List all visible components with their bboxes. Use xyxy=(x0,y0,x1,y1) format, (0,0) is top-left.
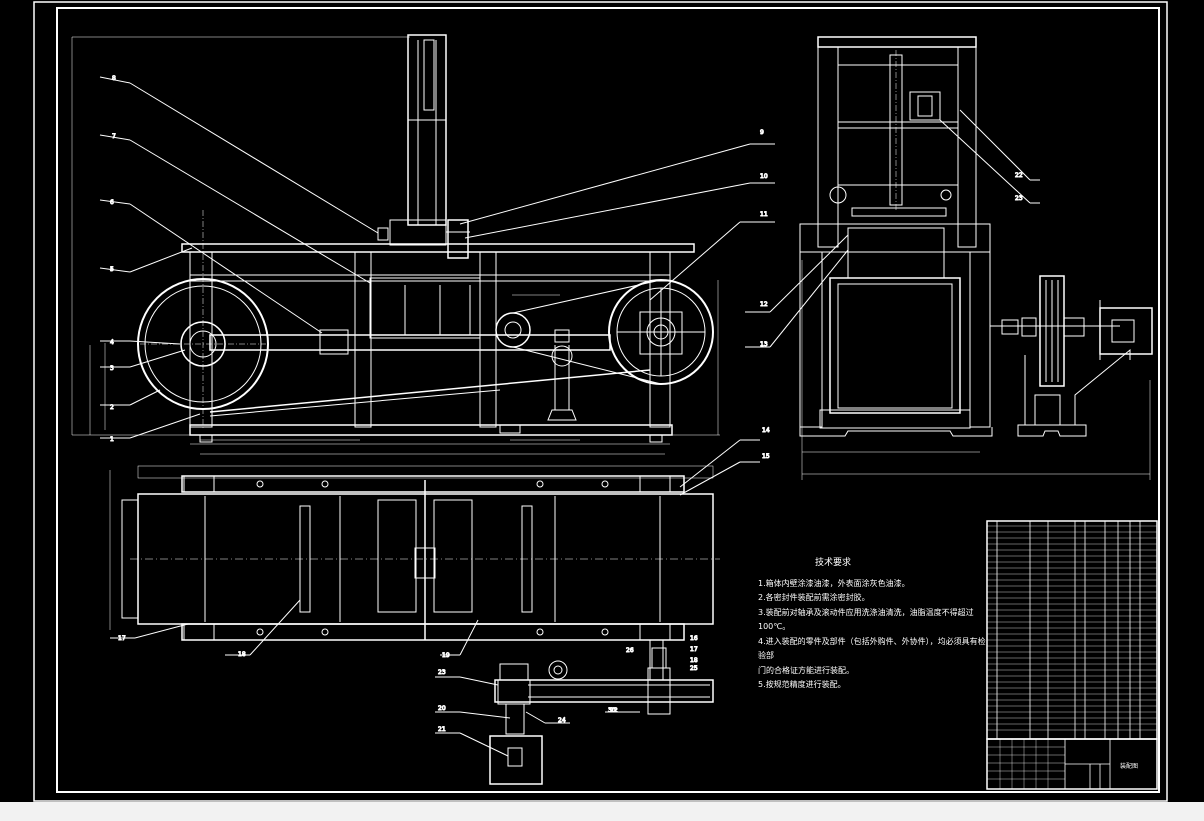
parts-list xyxy=(986,520,1158,740)
part-label: 9 xyxy=(760,129,764,136)
part-label: 24 xyxy=(558,717,566,724)
side-view xyxy=(745,36,1153,480)
part-label: 3 xyxy=(110,365,114,372)
technical-note: 3.装配前对轴承及滚动件应用洗涤油清洗，油脂温度不得超过100℃。 xyxy=(758,607,974,632)
part-label: 13 xyxy=(760,341,768,348)
part-label: 20 xyxy=(438,705,446,712)
part-label: 17 xyxy=(690,646,698,653)
drive-view xyxy=(435,647,714,785)
part-label: 11 xyxy=(760,211,768,218)
part-label: 22 xyxy=(1015,172,1023,179)
technical-note: 2.各密封件装配前需涂密封胶。 xyxy=(758,593,870,602)
technical-note: 1.箱体内壁涂漆油漆，外表面涂灰色油漆。 xyxy=(758,578,910,588)
part-label: 10 xyxy=(760,173,768,180)
part-label: 2 xyxy=(110,404,114,411)
part-label: 23 xyxy=(1015,195,1023,202)
front-view-labels: 8 7 6 5 4 3 2 1 9 10 11 xyxy=(110,75,769,444)
part-label: 21 xyxy=(438,726,446,733)
part-label: 7 xyxy=(112,133,116,140)
technical-note: 门的合格证方能进行装配。 xyxy=(758,665,854,675)
inner-frame xyxy=(56,7,1160,793)
part-label: 26 xyxy=(626,647,634,654)
top-view xyxy=(109,439,760,680)
part-label: 25 xyxy=(690,665,698,672)
front-view xyxy=(71,34,775,455)
part-label: 15 xyxy=(762,453,770,460)
part-label: 19 xyxy=(442,652,450,659)
part-label: 30 xyxy=(608,707,616,714)
part-label: 4 xyxy=(110,339,114,346)
part-label: 14 xyxy=(762,427,770,434)
side-view-labels: 22 23 12 13 xyxy=(760,172,1024,349)
technical-note: 5.按规范精度进行装配。 xyxy=(758,680,846,689)
part-label: 17 xyxy=(118,635,126,642)
part-label: 12 xyxy=(760,301,768,308)
technical-notes: 技术要求 1.箱体内壁涂漆油漆，外表面涂灰色油漆。 2.各密封件装配前需涂密封胶… xyxy=(758,556,988,693)
outer-frame xyxy=(33,1,1168,802)
technical-note: 4.进入装配的零件及部件（包括外购件、外协件），均必须具有检验部 xyxy=(758,636,986,661)
part-label: 22 xyxy=(610,707,618,714)
top-view-labels: 14 15 17 18 19 16 25 17 18 26 22 xyxy=(118,427,771,715)
viewer-status-strip xyxy=(0,802,1204,821)
part-label: 8 xyxy=(112,75,116,82)
part-label: 18 xyxy=(690,657,698,664)
part-label: 18 xyxy=(238,651,246,658)
title-block-name: 装配图 xyxy=(1120,762,1138,770)
technical-notes-title: 技术要求 xyxy=(814,558,851,568)
part-label: 1 xyxy=(110,436,114,443)
drive-view-labels: 23 20 21 24 30 xyxy=(438,669,617,734)
part-label: 6 xyxy=(110,199,114,206)
part-label: 5 xyxy=(110,266,114,273)
part-label: 23 xyxy=(438,669,446,676)
part-label: 16 xyxy=(690,635,698,642)
title-block xyxy=(986,738,1158,790)
